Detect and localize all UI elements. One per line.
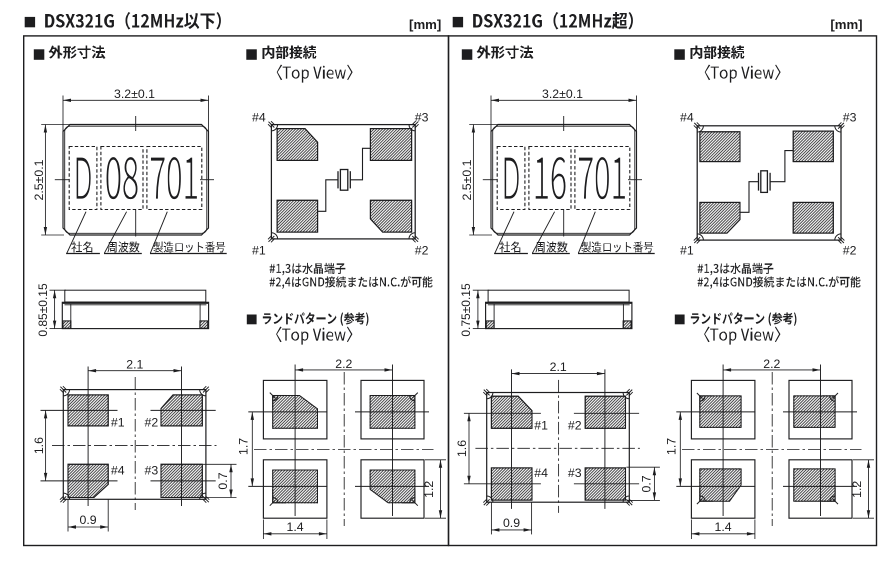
- land1-pin-label-p2: #2: [568, 418, 582, 432]
- land1-pads: [490, 395, 627, 501]
- dim-package-thickness: 0.85±0.15: [36, 283, 50, 337]
- land1-lines: [41, 367, 237, 532]
- dim-package-height: 2.5±0.1: [460, 159, 474, 200]
- land2-lines: [676, 365, 874, 540]
- note-gnd-connection: #2,4はGND接続またはN.C.が可能: [697, 275, 861, 289]
- dim-pad-pitch-x: 2.1: [126, 357, 143, 371]
- marking-frequency-code: 16: [535, 157, 566, 200]
- unit-label: [mm]: [409, 17, 441, 32]
- dim-pad-width: 0.9: [503, 516, 520, 530]
- dim-package-width: 3.2±0.1: [542, 87, 583, 101]
- side-view-lines: [473, 290, 632, 328]
- lot_code-text: 701: [150, 191, 167, 202]
- dim-land-height: 1.2: [422, 481, 436, 498]
- dim-pad-pitch-x: 2.1: [550, 360, 567, 374]
- marking-lot-code: 701: [150, 157, 197, 202]
- marking-legend-lot: 製造ロット番号: [153, 241, 226, 253]
- dim-pad-height: 0.7: [639, 475, 653, 492]
- top-view-caption-land: 〈Top View〉: [276, 326, 353, 345]
- dim-pad-height: 0.7: [216, 472, 230, 489]
- title-bullet-icon: [24, 16, 36, 28]
- dim-land-width: 1.4: [715, 520, 732, 534]
- note-crystal-terminals: #1,3は水晶端子: [697, 262, 774, 276]
- 0-text: #1,3は水晶端子: [697, 263, 766, 276]
- panel-dsx321g-12mhz-max: DSX321G（12MHz以下） [mm] 外形寸法 3.2±0.1 2.5±0…: [23, 12, 450, 547]
- dim-pad-width: 0.9: [80, 513, 97, 527]
- pin-label-p2: #2: [843, 244, 857, 258]
- dim-pad-pitch-y: 1.6: [455, 440, 469, 457]
- marking-legend-maker: 社名: [71, 241, 93, 253]
- section-header-internal: 内部接続: [690, 45, 745, 59]
- section-bullet-icon: [674, 49, 685, 60]
- marking-maker-code: D: [504, 157, 519, 199]
- land1-pin-label-p2: #2: [145, 415, 159, 429]
- pin-label-p1: #1: [680, 244, 694, 258]
- internal-pads: [276, 128, 413, 233]
- dim-land-height: 1.2: [850, 481, 864, 498]
- dim-land-pitch-y: 1.7: [665, 438, 679, 455]
- panel-title: DSX321G（12MHz以下）: [45, 12, 221, 30]
- section-header-land: ランドパターン（参考）: [690, 312, 800, 326]
- land1-pin-label-p1: #1: [111, 415, 125, 429]
- dim-package-height: 2.5±0.1: [32, 159, 46, 200]
- top-view-caption-land: 〈Top View〉: [704, 326, 781, 345]
- panel-title: DSX321G（12MHz超）: [473, 12, 633, 30]
- section-header-outline: 外形寸法: [476, 45, 534, 59]
- land1-pin-label-p1: #1: [534, 418, 548, 432]
- section-header-land: ランドパターン（参考）: [262, 312, 372, 326]
- marking-maker-code: D: [76, 157, 91, 199]
- dim-pad-pitch-y: 1.6: [32, 437, 46, 454]
- side-view-lines: [50, 290, 209, 328]
- section-header-internal: 内部接続: [262, 45, 317, 59]
- section-bullet-icon: [246, 49, 257, 60]
- marking-lot-code: 701: [578, 157, 625, 202]
- pin-label-p1: #1: [252, 244, 266, 258]
- section-header-outline: 外形寸法: [48, 45, 106, 59]
- dim-land-pitch-y: 1.7: [237, 438, 251, 455]
- note-crystal-terminals: #1,3は水晶端子: [269, 262, 346, 276]
- marking-legend-frequency: 周波数: [107, 241, 140, 253]
- note-gnd-connection: #2,4はGND接続またはN.C.が可能: [269, 275, 433, 289]
- marking-legend-maker: 社名: [499, 241, 521, 253]
- pin-label-p3: #3: [843, 110, 857, 124]
- marking-legend-frequency: 周波数: [535, 241, 568, 253]
- panel-border: [447, 35, 878, 547]
- section-bullet-icon: [674, 314, 685, 325]
- lot_code-text: 701: [578, 191, 595, 202]
- land1-pin-label-p4: #4: [534, 466, 548, 480]
- title-bullet-icon: [452, 16, 464, 28]
- land1-pin-label-p4: #4: [111, 463, 125, 477]
- land2-lines: [248, 365, 446, 540]
- unit-label: [mm]: [830, 17, 862, 32]
- package-drawing-lines: [469, 96, 655, 254]
- top-view-caption-internal: 〈Top View〉: [276, 64, 353, 83]
- land1-pin-label-p3: #3: [145, 463, 159, 477]
- land1-pin-label-p3: #3: [568, 466, 582, 480]
- internal-pads: [699, 130, 834, 234]
- pin-label-p2: #2: [415, 244, 429, 258]
- dim-land-pitch-x: 2.2: [335, 357, 352, 371]
- pin-label-p3: #3: [415, 110, 429, 124]
- dim-land-pitch-x: 2.2: [763, 357, 780, 371]
- land2-pads: [696, 392, 839, 505]
- marking-legend-lot: 製造ロット番号: [581, 241, 654, 253]
- top-view-caption-internal: 〈Top View〉: [704, 64, 781, 83]
- pin-label-p4: #4: [252, 110, 266, 124]
- marking-frequency-code: 08: [106, 157, 138, 200]
- section-bullet-icon: [246, 314, 257, 325]
- land-text: ランドパターン（参考）: [690, 313, 800, 326]
- dim-package-thickness: 0.75±0.15: [459, 283, 473, 337]
- land-text: ランドパターン（参考）: [262, 313, 372, 326]
- dim-land-width: 1.4: [287, 520, 304, 534]
- land1-pads: [67, 394, 203, 499]
- land2-pads: [269, 392, 419, 507]
- panel-dsx321g-12mhz-over: DSX321G（12MHz超） [mm] 外形寸法 3.2±0.1 2.5±0.…: [447, 12, 878, 547]
- section-bullet-icon: [33, 49, 45, 60]
- 0-text: #1,3は水晶端子: [269, 263, 338, 276]
- pin-label-p4: #4: [680, 110, 694, 124]
- dim-package-width: 3.2±0.1: [114, 87, 155, 101]
- section-bullet-icon: [461, 49, 473, 60]
- land1-lines: [464, 369, 660, 534]
